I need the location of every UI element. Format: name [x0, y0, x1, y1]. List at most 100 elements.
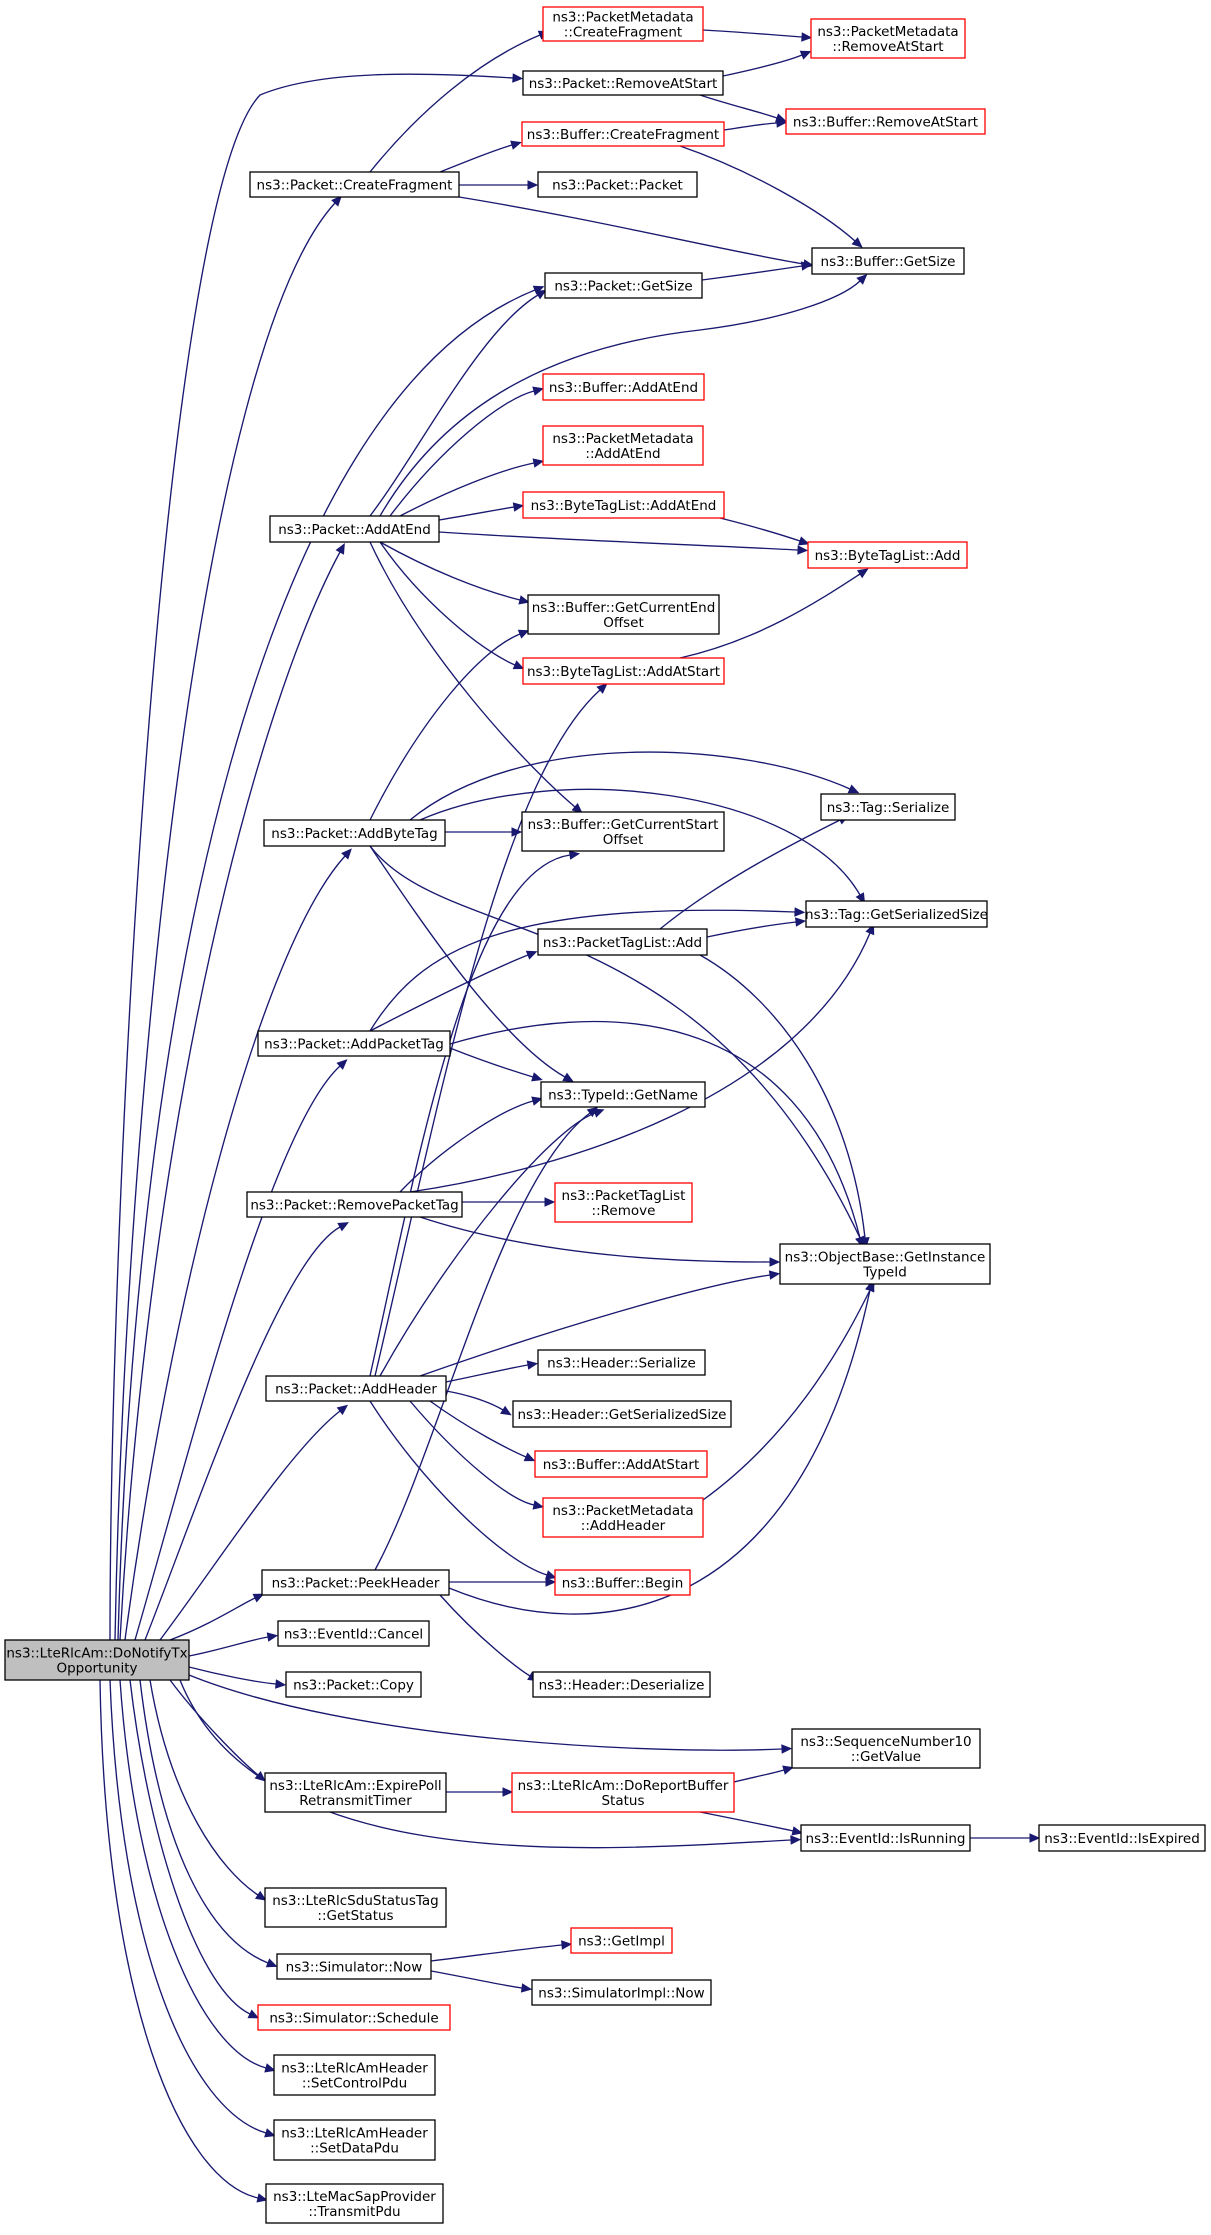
node-box[interactable]	[791, 1728, 981, 1769]
node-box[interactable]	[246, 1191, 463, 1218]
node-sdutag-getstatus[interactable]: ns3::LteRlcSduStatusTag::GetStatus	[264, 1887, 447, 1928]
node-box[interactable]	[554, 1182, 693, 1223]
node-ptl-remove[interactable]: ns3::PacketTagList::Remove	[554, 1182, 693, 1223]
node-eid-isrunning[interactable]: ns3::EventId::IsRunning	[800, 1824, 971, 1852]
node-ptl-add[interactable]: ns3::PacketTagList::Add	[537, 928, 708, 956]
node-eid-isexpired[interactable]: ns3::EventId::IsExpired	[1038, 1824, 1206, 1852]
node-box[interactable]	[263, 819, 446, 847]
node-box[interactable]	[807, 541, 968, 569]
node-pm-removeatstart[interactable]: ns3::PacketMetadata::RemoveAtStart	[810, 18, 966, 59]
node-box[interactable]	[810, 18, 966, 59]
node-box[interactable]	[532, 1671, 711, 1698]
node-box[interactable]	[522, 70, 724, 96]
node-box[interactable]	[261, 1569, 450, 1596]
node-btl-addatend[interactable]: ns3::ByteTagList::AddAtEnd	[522, 491, 725, 519]
node-typeid-getname[interactable]: ns3::TypeId::GetName	[540, 1081, 706, 1108]
node-box[interactable]	[1038, 1824, 1206, 1852]
node-b-removeatstart[interactable]: ns3::Buffer::RemoveAtStart	[785, 108, 986, 135]
node-tag-serialize[interactable]: ns3::Tag::Serialize	[820, 793, 956, 821]
node-sim-now[interactable]: ns3::Simulator::Now	[276, 1953, 432, 1980]
node-p-peekheader[interactable]: ns3::Packet::PeekHeader	[261, 1569, 450, 1596]
node-box[interactable]	[820, 793, 956, 821]
node-pm-addheader[interactable]: ns3::PacketMetadata::AddHeader	[542, 1497, 704, 1538]
node-p-packet[interactable]: ns3::Packet::Packet	[537, 171, 698, 198]
node-box[interactable]	[542, 6, 704, 42]
node-box[interactable]	[544, 272, 703, 299]
node-box[interactable]	[537, 928, 708, 956]
node-getimpl[interactable]: ns3::GetImpl	[570, 1927, 673, 1954]
node-p-removepackettag[interactable]: ns3::Packet::RemovePacketTag	[246, 1191, 463, 1218]
node-p-addatend[interactable]: ns3::Packet::AddAtEnd	[269, 515, 440, 543]
node-box[interactable]	[570, 1927, 673, 1954]
node-amh-setdatapdu[interactable]: ns3::LteRlcAmHeader::SetDataPdu	[273, 2119, 436, 2161]
node-box[interactable]	[264, 1772, 447, 1813]
node-pm-createfragment[interactable]: ns3::PacketMetadata::CreateFragment	[542, 6, 704, 42]
node-box[interactable]	[554, 1569, 691, 1596]
node-box[interactable]	[531, 1979, 712, 2006]
node-b-createfragment[interactable]: ns3::Buffer::CreateFragment	[521, 121, 725, 147]
node-box[interactable]	[779, 1243, 991, 1285]
node-box[interactable]	[527, 594, 720, 635]
node-box[interactable]	[257, 2004, 451, 2031]
node-box[interactable]	[785, 108, 986, 135]
node-p-getsize[interactable]: ns3::Packet::GetSize	[544, 272, 703, 299]
node-p-createfragment[interactable]: ns3::Packet::CreateFragment	[249, 171, 460, 198]
node-box[interactable]	[249, 171, 460, 198]
node-b-addatstart[interactable]: ns3::Buffer::AddAtStart	[534, 1450, 708, 1478]
node-box[interactable]	[521, 811, 725, 852]
node-btl-addatstart[interactable]: ns3::ByteTagList::AddAtStart	[522, 657, 725, 685]
node-p-copy[interactable]: ns3::Packet::Copy	[285, 1671, 422, 1698]
node-p-removeatstart[interactable]: ns3::Packet::RemoveAtStart	[522, 70, 724, 96]
node-amh-setcontrolpdu[interactable]: ns3::LteRlcAmHeader::SetControlPdu	[273, 2054, 436, 2096]
node-box[interactable]	[542, 373, 705, 401]
node-box[interactable]	[511, 1772, 735, 1813]
node-box[interactable]	[540, 1081, 706, 1108]
node-btl-add[interactable]: ns3::ByteTagList::Add	[807, 541, 968, 569]
node-box[interactable]	[805, 900, 988, 928]
node-box[interactable]	[273, 2054, 436, 2096]
node-box[interactable]	[265, 1375, 447, 1402]
node-tag-getserializedsize[interactable]: ns3::Tag::GetSerializedSize	[805, 900, 988, 928]
node-eid-cancel[interactable]: ns3::EventId::Cancel	[277, 1620, 430, 1647]
node-box[interactable]	[522, 491, 725, 519]
node-simimpl-now[interactable]: ns3::SimulatorImpl::Now	[531, 1979, 712, 2006]
node-box[interactable]	[276, 1953, 432, 1980]
node-box[interactable]	[285, 1671, 422, 1698]
node-box[interactable]	[811, 247, 965, 275]
node-box[interactable]	[534, 1450, 708, 1478]
node-box[interactable]	[265, 2183, 444, 2224]
node-box[interactable]	[522, 657, 725, 685]
node-b-getsize[interactable]: ns3::Buffer::GetSize	[811, 247, 965, 275]
node-box[interactable]	[277, 1620, 430, 1647]
node-b-addatend[interactable]: ns3::Buffer::AddAtEnd	[542, 373, 705, 401]
node-p-addheader[interactable]: ns3::Packet::AddHeader	[265, 1375, 447, 1402]
node-h-serialize[interactable]: ns3::Header::Serialize	[537, 1349, 706, 1376]
node-h-deserialize[interactable]: ns3::Header::Deserialize	[532, 1671, 711, 1698]
node-sim-schedule[interactable]: ns3::Simulator::Schedule	[257, 2004, 451, 2031]
node-box[interactable]	[273, 2119, 436, 2161]
node-box[interactable]	[542, 1497, 704, 1538]
node-p-addpackettag[interactable]: ns3::Packet::AddPacketTag	[257, 1030, 451, 1057]
node-macsap-transmitpdu[interactable]: ns3::LteMacSapProvider::TransmitPdu	[265, 2183, 444, 2224]
node-box[interactable]	[537, 1349, 706, 1376]
node-box[interactable]	[257, 1030, 451, 1057]
node-b-begin[interactable]: ns3::Buffer::Begin	[554, 1569, 691, 1596]
node-box[interactable]	[512, 1400, 732, 1428]
node-pm-addatend[interactable]: ns3::PacketMetadata::AddAtEnd	[542, 425, 704, 466]
node-box[interactable]	[800, 1824, 971, 1852]
node-sn10-getvalue[interactable]: ns3::SequenceNumber10::GetValue	[791, 1728, 981, 1769]
node-box[interactable]	[269, 515, 440, 543]
node-box[interactable]	[521, 121, 725, 147]
node-p-addbytetag[interactable]: ns3::Packet::AddByteTag	[263, 819, 446, 847]
node-box[interactable]	[264, 1887, 447, 1928]
node-box[interactable]	[537, 171, 698, 198]
node-box[interactable]	[542, 425, 704, 466]
node-h-getserializedsize[interactable]: ns3::Header::GetSerializedSize	[512, 1400, 732, 1428]
node-box[interactable]	[4, 1639, 190, 1681]
